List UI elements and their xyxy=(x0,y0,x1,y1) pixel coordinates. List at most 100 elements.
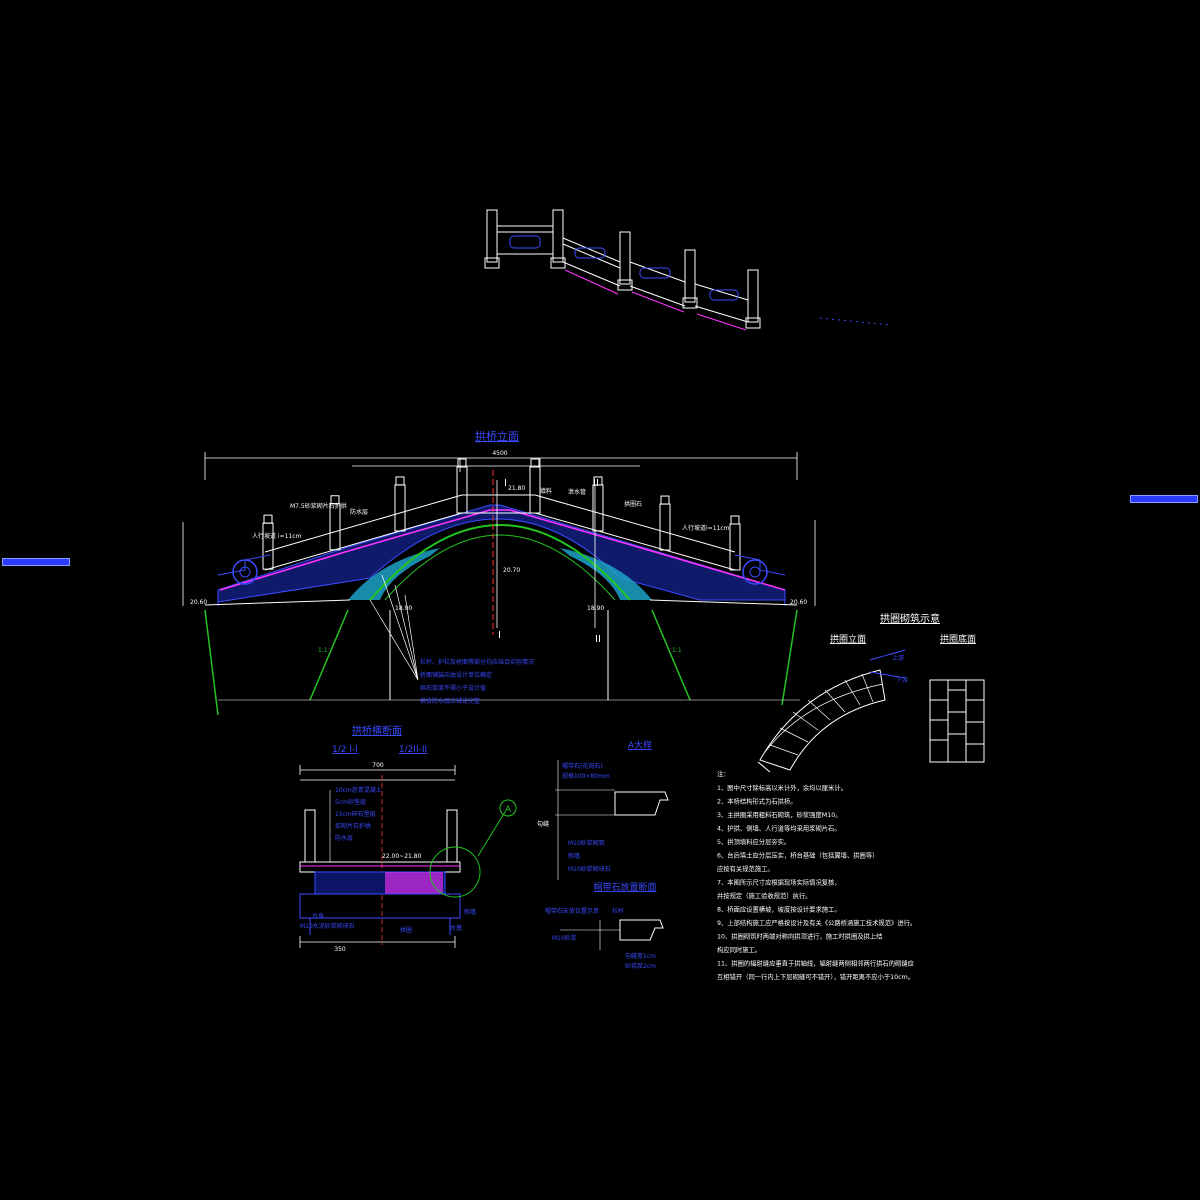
detail-stone-3: M10砂浆 xyxy=(552,934,577,942)
spring-right: 18.90 xyxy=(587,605,604,612)
elev-note-1: 栏杆、护栏及桥面等部分均应结合实际情况 xyxy=(420,658,534,666)
section-layer-4: 浆砌片石护拱 xyxy=(335,822,371,830)
note-line: 7、本图所示尺寸应根据现场实际情况复核， xyxy=(717,878,841,887)
detail-stone-2: 栏杆 xyxy=(612,907,624,915)
ring-schematic: 拱圈砌筑示意 拱圈立面 拱圈底面 上游 下游 xyxy=(757,612,985,773)
section-half-1: 1/2 I-I xyxy=(332,745,358,755)
note-line: 1、图中尺寸除标高以米计外，余均以厘米计。 xyxy=(717,783,847,792)
railing-post-cap xyxy=(530,458,540,468)
elev-note-3: 拱石厚度不得小于设计值 xyxy=(420,684,486,692)
note-line: 应按有关规范施工。 xyxy=(717,864,774,873)
note-line: 构应同时施工。 xyxy=(717,945,761,954)
elevation-title: 拱桥立面 xyxy=(475,429,519,443)
railing-post-cap xyxy=(660,495,670,505)
detail-a-2: 规格100×80mm xyxy=(562,772,610,780)
section-base-1: 台身 xyxy=(312,912,324,920)
detail-stone-5: 砂浆厚2cm xyxy=(625,962,656,970)
slope-left: 1:1 xyxy=(318,647,328,654)
tag-waterproof: 防水层 xyxy=(350,508,368,516)
ring-label-1: 上游 xyxy=(892,654,904,662)
total-width-dim: 4500 xyxy=(492,450,507,457)
spring-left: 18.90 xyxy=(395,605,412,612)
railing-post-cap xyxy=(395,476,405,486)
walkway-left: 人行坡道 i=11cm xyxy=(252,532,302,540)
note-line: 4、护拱、侧墙、人行道等均采用浆砌片石。 xyxy=(717,824,841,833)
section-width-half: 350 xyxy=(334,946,346,953)
railing-post xyxy=(456,466,468,514)
section-layer-5: 防水层 xyxy=(335,834,353,842)
note-line: 5、拱顶填料应分层夯实。 xyxy=(717,837,790,846)
note-line: 2、本桥结构形式为石拱桥。 xyxy=(717,797,797,806)
railing-posts xyxy=(262,458,741,571)
elev-right: 20.60 xyxy=(790,599,807,606)
note-line: 9、上部结构施工应严格按设计及有关《公路桥涵施工技术规范》进行。 xyxy=(717,918,916,927)
ring-elevation-title: 拱圈立面 xyxy=(830,633,866,645)
detail-a-1: 帽带石(花岗石) xyxy=(562,762,603,770)
detail-a-title: A大样 xyxy=(628,739,652,751)
slope-right: 1:1 xyxy=(672,647,682,654)
note-line: 8、桥面应设置横坡，坡度按设计要求施工。 xyxy=(717,905,841,914)
bridge-elevation: 拱桥立面 4500 xyxy=(182,429,816,716)
note-line: 11、拱圈的辐射缝应垂直于拱轴线，辐射缝两侧相邻两行拱石的砌缝应 xyxy=(717,959,915,968)
detail-a-3: 勾缝 xyxy=(537,820,549,828)
tag-drain: 泄水管 xyxy=(568,488,586,496)
cross-section: 拱桥横断面 1/2 I-I 1/2II-II 700 350 A 10cm沥青混… xyxy=(299,724,517,953)
railing-post xyxy=(262,522,274,570)
ring-bottom-title: 拱圈底面 xyxy=(940,633,976,645)
elev-note-4: 拱背防水层应铺设完整 xyxy=(420,697,480,705)
detail-a-5: 侧墙 xyxy=(568,852,580,860)
cut-label-2: II xyxy=(593,478,599,489)
left-layer-bar xyxy=(2,558,70,566)
note-line: 并按规定（施工验收规范）执行。 xyxy=(717,891,811,900)
detail-stone-title: 帽带石放置断面 xyxy=(593,881,656,893)
detail-stone-4: 勾缝宽1cm xyxy=(625,952,656,960)
section-level: 22.00~21.80 xyxy=(382,853,422,860)
tag-fill: 填料 xyxy=(540,487,552,495)
section-width: 700 xyxy=(372,762,384,769)
section-base-5: 台基 xyxy=(450,924,462,932)
note-line: 6、台后填土应分层压实，桥台基础（包括翼墙、拱圈等） xyxy=(717,851,878,860)
elev-crown: 21.80 xyxy=(508,485,525,492)
note-line: 10、拱圈砌筑时两端对称向拱顶进行，施工时拱圈及拱上结 xyxy=(717,932,882,941)
elev-left: 20.60 xyxy=(190,599,207,606)
right-layer-bar xyxy=(1130,495,1198,503)
detail-stone-1: 帽带石安放位置示意 xyxy=(545,907,599,915)
walkway-right: 人行坡道i=11cm xyxy=(682,524,730,532)
railing-post xyxy=(659,503,671,551)
railing-post xyxy=(529,466,541,514)
section-title: 拱桥横断面 xyxy=(352,724,402,737)
ring-title: 拱圈砌筑示意 xyxy=(880,612,940,625)
cut-label-1: I xyxy=(504,478,507,489)
tag-parapet: M7.5砂浆砌片石护拱 xyxy=(290,502,347,510)
tag-ringstone: 拱圈石 xyxy=(624,500,642,508)
section-half-2: 1/2II-II xyxy=(399,745,427,755)
cut-label-4: II xyxy=(595,634,601,645)
railing-post-cap xyxy=(593,476,603,486)
elev-note-2: 桥面铺装应由设计单位确定 xyxy=(420,671,492,679)
railing-post-cap xyxy=(263,514,273,524)
ring-bottom-grid xyxy=(929,679,985,763)
notes-header: 注： xyxy=(717,769,730,778)
section-layer-3: 15cm碎石垫层 xyxy=(335,810,376,818)
section-base-4: 侧墙 xyxy=(464,908,476,916)
cut-label-3: I xyxy=(498,630,501,641)
notes-block: 注： 1、图中尺寸除标高以米计外，余均以厘米计。 2、本桥结构形式为石拱桥。 3、主… xyxy=(717,769,916,981)
detail-a: A大样 帽带石(花岗石) 规格100×80mm 勾缝 M10砂浆砌筑 侧墙 M1… xyxy=(537,739,669,970)
railing-post xyxy=(729,523,741,571)
ring-label-2: 下游 xyxy=(896,676,908,684)
elev-arch-top: 20.70 xyxy=(503,567,520,574)
railing-detail xyxy=(484,209,891,331)
section-base-2: M10水泥砂浆砌块石 xyxy=(300,922,355,930)
railing-post xyxy=(329,503,341,551)
detail-a-4: M10砂浆砌筑 xyxy=(568,839,605,847)
note-line: 3、主拱圈采用粗料石砌筑，砂浆强度M10。 xyxy=(717,810,842,819)
railing-post xyxy=(394,484,406,532)
section-layer-1: 10cm沥青混凝土 xyxy=(335,786,382,794)
section-base-3: 拱圈 xyxy=(400,926,412,934)
railing-post-cap xyxy=(457,458,467,468)
detail-a-6: M10砂浆砌块石 xyxy=(568,865,611,873)
note-line: 互相错开（同一行内上下层砌缝可不错开），错开距离不应小于10cm。 xyxy=(717,972,914,981)
railing-post-cap xyxy=(730,515,740,525)
section-layer-2: 5cm砂垫层 xyxy=(335,798,366,806)
